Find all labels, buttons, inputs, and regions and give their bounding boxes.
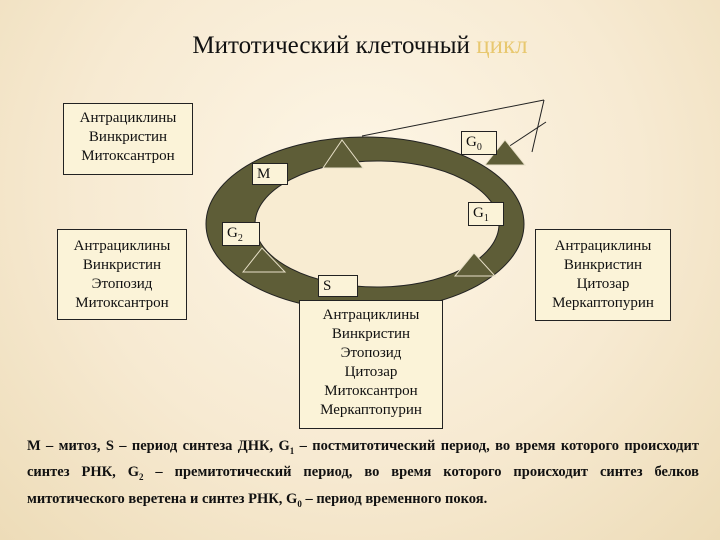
drug-name: Антрациклины <box>554 238 652 254</box>
title-text: Митотический клеточный <box>192 32 477 59</box>
title-highlight: цикл <box>476 32 528 59</box>
phase-g0-label: G0 <box>461 131 497 155</box>
drug-name: Этопозид <box>91 276 153 292</box>
g0-pointer-line-1 <box>361 99 545 137</box>
checkpoint-marker-left <box>241 247 287 273</box>
drugs-box-g1-phase: Антрациклины Винкристин Цитозар Меркапто… <box>535 229 671 321</box>
drug-name: Митоксантрон <box>75 295 169 311</box>
drug-name: Антрациклины <box>79 110 177 126</box>
drug-name: Цитозар <box>344 364 398 380</box>
phase-s-label: S <box>318 275 358 297</box>
drugs-box-g2-phase: Антрациклины Винкристин Этопозид Митокса… <box>57 229 187 320</box>
legend-caption: М – митоз, S – период синтеза ДНК, G1 – … <box>27 438 699 509</box>
drug-name: Винкристин <box>331 326 411 342</box>
drug-name: Антрациклины <box>73 238 171 254</box>
phase-g2-label: G2 <box>222 222 260 246</box>
checkpoint-marker-top <box>322 139 364 169</box>
drug-name: Винкристин <box>88 129 168 145</box>
drug-name: Митоксантрон <box>324 383 418 399</box>
drugs-box-s-phase: Антрациклины Винкристин Этопозид Цитозар… <box>299 300 443 429</box>
drug-name: Меркаптопурин <box>552 295 654 311</box>
phase-m-label: M <box>252 163 288 185</box>
drug-name: Цитозар <box>576 276 630 292</box>
drug-name: Этопозид <box>340 345 402 361</box>
drug-name: Винкристин <box>82 257 162 273</box>
drugs-box-m-phase: Антрациклины Винкристин Митоксантрон <box>63 103 193 175</box>
drug-name: Митоксантрон <box>81 148 175 164</box>
page-title: Митотический клеточный цикл <box>0 32 720 60</box>
drug-name: Меркаптопурин <box>320 402 422 418</box>
drug-name: Винкристин <box>563 257 643 273</box>
drug-name: Антрациклины <box>322 307 420 323</box>
phase-g1-label: G1 <box>468 202 504 226</box>
checkpoint-marker-right <box>453 252 497 277</box>
g0-pointer-line-2 <box>531 99 545 153</box>
